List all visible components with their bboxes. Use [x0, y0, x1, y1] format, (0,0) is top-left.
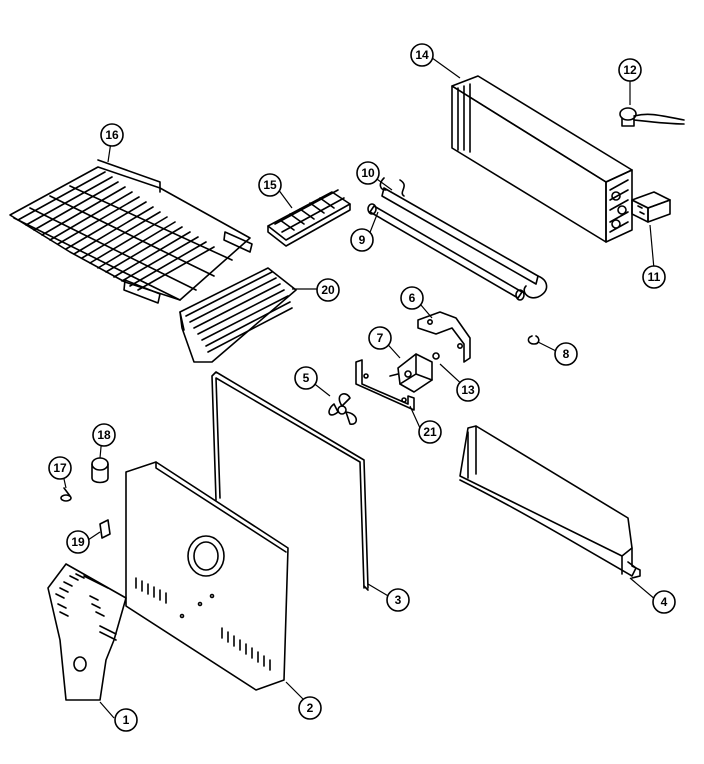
- thermostat-sensor: [619, 107, 685, 127]
- drip-trough: [459, 425, 641, 579]
- callout-circle: [554, 342, 578, 366]
- callout-7: 7: [368, 326, 392, 350]
- callout-label: 18: [97, 428, 111, 442]
- callout-label: 4: [661, 595, 668, 609]
- callout-12: 12: [618, 58, 642, 82]
- callout-label: 21: [423, 425, 437, 439]
- callout-label: 11: [648, 270, 661, 284]
- callout-1: 1: [114, 708, 138, 732]
- callout-20: 20: [316, 278, 340, 302]
- heater-rod: [367, 203, 525, 301]
- callout-circle: [356, 161, 380, 185]
- callout-label: 6: [409, 291, 416, 305]
- callout-18: 18: [92, 423, 116, 447]
- fastener: [432, 352, 440, 360]
- callout-21: 21: [418, 420, 442, 444]
- callout-circle: [66, 530, 90, 554]
- callout-label: 5: [303, 371, 310, 385]
- callout-label: 1: [123, 713, 130, 727]
- screw: [527, 335, 540, 345]
- fan-blade: [328, 393, 358, 425]
- callout-label: 20: [321, 283, 335, 297]
- callout-circle: [418, 420, 442, 444]
- callout-label: 19: [71, 535, 85, 549]
- callout-label: 17: [53, 461, 67, 475]
- callout-5: 5: [294, 366, 318, 390]
- terminal-block: [631, 191, 671, 223]
- callout-10: 10: [356, 161, 380, 185]
- ice-cube-tray: [267, 189, 351, 247]
- callout-circle: [400, 286, 424, 310]
- callout-circle: [298, 696, 322, 720]
- callout-circle: [350, 228, 374, 252]
- callout-8: 8: [554, 342, 578, 366]
- callout-label: 9: [359, 233, 366, 247]
- motor-bracket: [417, 311, 471, 363]
- callout-9: 9: [350, 228, 374, 252]
- callout-label: 3: [395, 593, 402, 607]
- callout-circle: [368, 326, 392, 350]
- fan-motor: [389, 353, 433, 393]
- callout-circle: [618, 58, 642, 82]
- callout-circle: [48, 456, 72, 480]
- callout-label: 2: [307, 701, 314, 715]
- callout-circle: [386, 588, 410, 612]
- callout-circle: [258, 173, 282, 197]
- back-panel: [125, 461, 289, 691]
- callout-circle: [652, 590, 676, 614]
- pin: [60, 487, 72, 502]
- control-housing: [47, 563, 127, 701]
- callout-circle: [100, 123, 124, 147]
- callout-2: 2: [298, 696, 322, 720]
- callout-6: 6: [400, 286, 424, 310]
- callout-label: 16: [105, 128, 119, 142]
- callout-13: 13: [456, 378, 480, 402]
- callout-19: 19: [66, 530, 90, 554]
- callout-label: 14: [415, 48, 429, 62]
- defrost-heater: [379, 177, 548, 299]
- fan-bracket: [355, 359, 415, 411]
- callout-label: 13: [461, 383, 475, 397]
- callout-label: 8: [563, 347, 570, 361]
- callout-16: 16: [100, 123, 124, 147]
- callout-4: 4: [652, 590, 676, 614]
- callout-circle: [294, 366, 318, 390]
- callout-circle: [114, 708, 138, 732]
- control-knob: [91, 457, 109, 484]
- clip: [99, 519, 111, 539]
- callout-circle: [316, 278, 340, 302]
- callout-label: 10: [361, 166, 375, 180]
- callout-circle: [456, 378, 480, 402]
- callout-label: 12: [623, 63, 637, 77]
- callout-circle: [642, 265, 666, 289]
- callout-14: 14: [410, 43, 434, 67]
- callout-17: 17: [48, 456, 72, 480]
- callout-11: 11: [642, 265, 666, 289]
- callout-15: 15: [258, 173, 282, 197]
- callout-3: 3: [386, 588, 410, 612]
- callout-label: 15: [263, 178, 277, 192]
- gasket-channel: [211, 371, 369, 591]
- wire-shelf: [9, 159, 253, 304]
- callout-circle: [92, 423, 116, 447]
- callout-circle: [410, 43, 434, 67]
- evaporator-cover: [179, 267, 297, 363]
- callout-label: 7: [377, 331, 384, 345]
- evaporator-coil: [451, 75, 633, 243]
